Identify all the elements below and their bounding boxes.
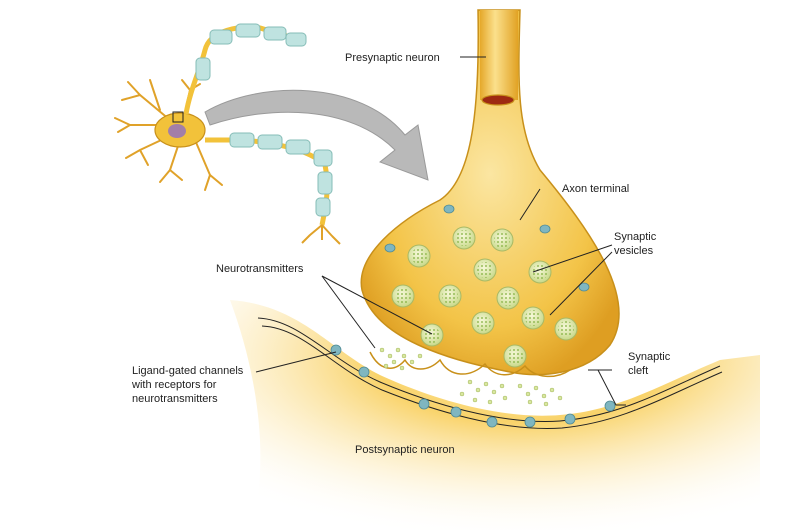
vesicle (496, 286, 520, 310)
vesicle (420, 323, 444, 347)
label-neurotransmitters: Neurotransmitters (216, 263, 304, 275)
leader-lines (255, 56, 626, 406)
label-ligand-3: neurotransmitters (132, 393, 218, 405)
membrane-channels (384, 204, 590, 292)
label-ligand-1: Ligand-gated channels (132, 365, 244, 377)
label-synaptic-cleft-1: Synaptic (628, 351, 671, 363)
vesicle (521, 306, 545, 330)
label-synaptic-vesicles-2: vesicles (614, 245, 654, 257)
vesicle (452, 226, 476, 250)
vesicle (407, 244, 431, 268)
presynaptic-neuron (360, 9, 620, 376)
axon-top (183, 23, 307, 115)
label-presynaptic-neuron: Presynaptic neuron (345, 52, 440, 64)
zoom-arrow (204, 89, 429, 181)
axon-bottom (205, 132, 341, 245)
vesicle (438, 284, 462, 308)
vesicle (391, 284, 415, 308)
labels: Presynaptic neuron Axon terminal Synapti… (131, 52, 671, 456)
vesicle (503, 344, 527, 368)
neuron-illustration (114, 23, 341, 245)
label-ligand-2: with receptors for (131, 379, 217, 391)
synaptic-vesicles (391, 226, 578, 368)
label-synaptic-cleft-2: cleft (628, 365, 648, 377)
vesicle (554, 317, 578, 341)
vesicle (528, 260, 552, 284)
vesicle (490, 228, 514, 252)
label-synaptic-vesicles-1: Synaptic (614, 231, 657, 243)
released-neurotransmitters (379, 347, 563, 407)
label-postsynaptic-neuron: Postsynaptic neuron (355, 444, 455, 456)
label-axon-terminal: Axon terminal (562, 183, 629, 195)
postsynaptic-neuron (230, 300, 760, 530)
vesicle (471, 311, 495, 335)
vesicle (473, 258, 497, 282)
fusion-pores (369, 351, 571, 378)
